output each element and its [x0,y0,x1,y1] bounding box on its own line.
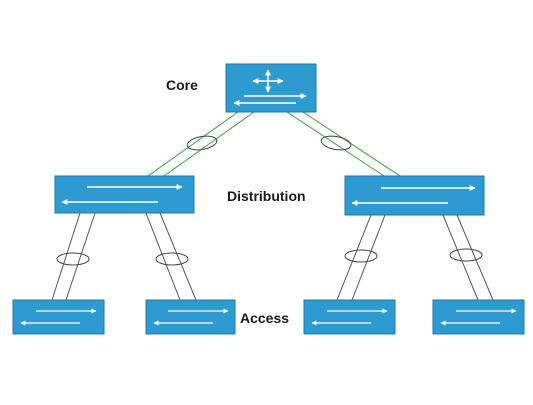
etherchannel-ring-core-right [320,135,352,151]
link-dist-left-access-1-a [51,212,81,301]
etherchannel-ring-access-3 [344,249,378,263]
access-switch-2 [145,299,236,335]
link-dist-right-access-3-b [351,214,386,301]
switch-icon [440,308,517,326]
switch-icon [61,184,183,205]
access-switch-1 [12,299,105,335]
distribution-switch-right [344,175,485,216]
link-core-dist-left-b [163,111,255,177]
core-tier-label: Core [166,77,198,93]
etherchannel-ring-access-4 [449,248,483,262]
link-dist-left-access-1-b [65,212,96,301]
link-core-dist-left-a [147,111,239,177]
access-switch-4 [432,299,525,335]
link-dist-right-access-4-a [442,214,479,301]
etherchannel-ring-core-left [186,135,218,151]
link-core-dist-right-a [286,111,385,177]
link-dist-right-access-3-a [336,214,372,301]
distribution-switch-left [54,175,195,214]
link-dist-left-access-2-a [145,212,181,301]
core-switch [225,63,317,113]
switch-icon [311,308,388,326]
distribution-tier-label: Distribution [227,188,306,204]
link-dist-left-access-2-b [159,212,197,301]
link-dist-right-access-4-b [456,214,494,301]
etherchannel-ring-access-2 [155,252,189,266]
link-core-dist-right-b [302,111,401,177]
distribution-access-links [51,212,494,301]
access-switch-3 [303,299,396,335]
multilayer-switch-icon [233,69,307,106]
core-distribution-links [147,111,401,177]
switch-icon [153,308,229,326]
access-tier-label: Access [240,310,290,326]
switch-icon [351,185,476,206]
etherchannel-ring-access-1 [56,252,90,266]
switch-icon [20,308,97,326]
